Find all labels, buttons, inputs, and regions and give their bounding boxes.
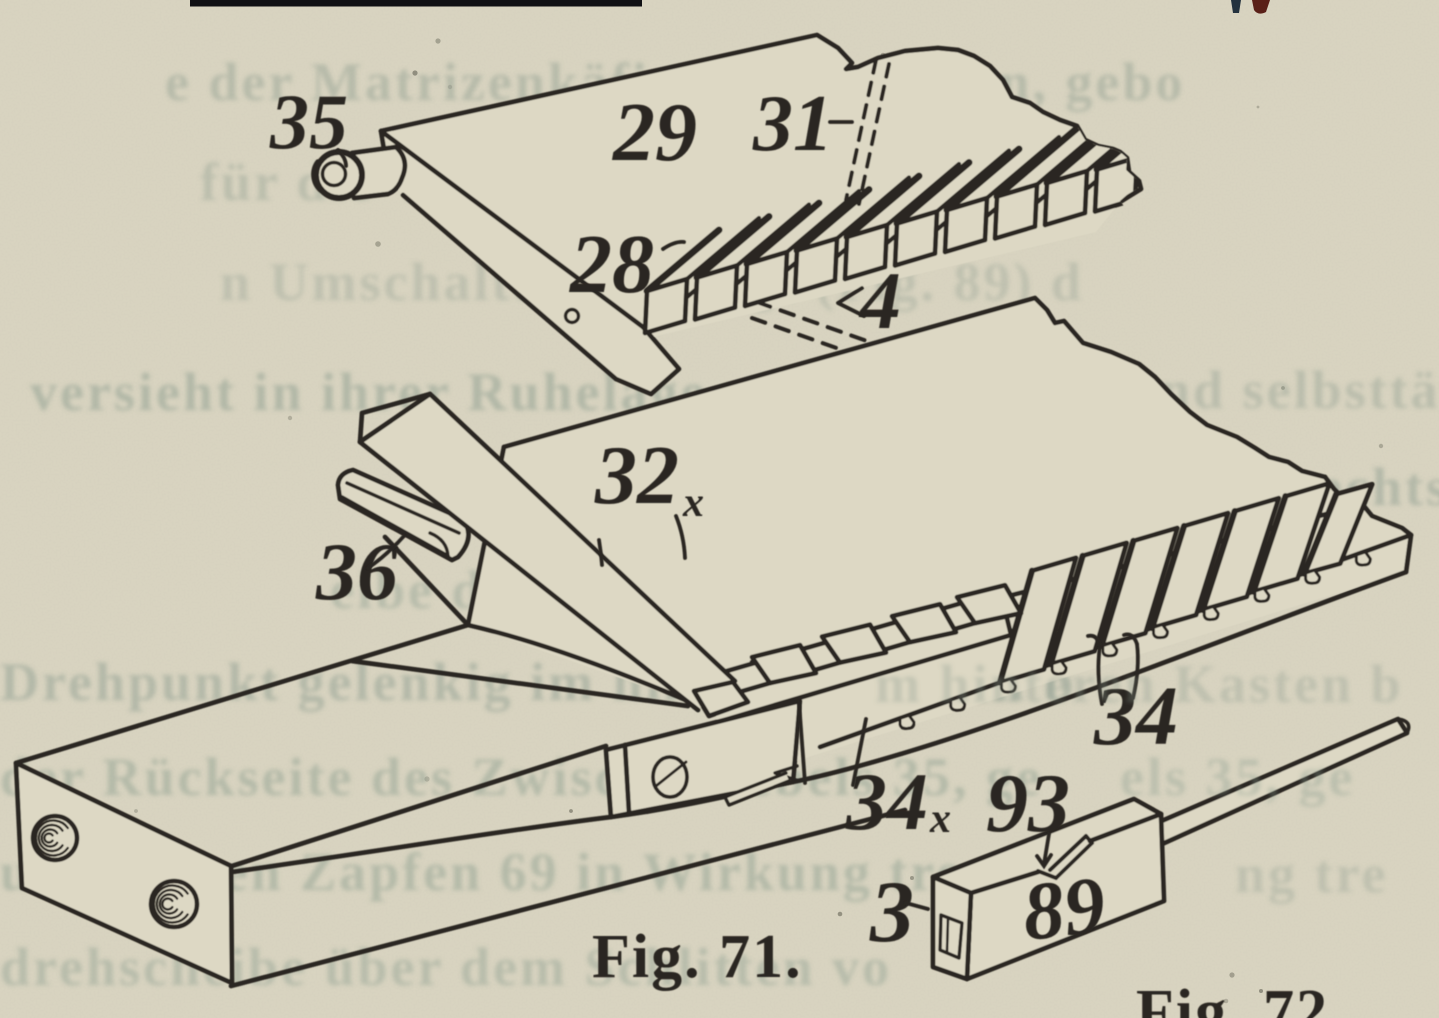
svg-text:31: 31 (752, 80, 833, 168)
svg-text:34: 34 (845, 756, 928, 847)
svg-text:x: x (929, 796, 951, 842)
svg-text:36: 36 (315, 526, 398, 617)
svg-text:nd selbsttätig: nd selbsttätig (1160, 360, 1439, 420)
svg-text:29: 29 (611, 86, 697, 179)
svg-text:35: 35 (269, 78, 348, 165)
svg-text:m hinteren Kasten b: m hinteren Kasten b (875, 654, 1404, 714)
svg-text:28: 28 (568, 218, 654, 311)
svg-text:Fig. 71.: Fig. 71. (592, 923, 803, 991)
svg-text:els 35, ge: els 35, ge (1120, 747, 1355, 807)
svg-text:32: 32 (594, 429, 679, 522)
svg-text:4: 4 (858, 255, 901, 346)
svg-text:93: 93 (986, 757, 1070, 850)
svg-text:Fig. 72.: Fig. 72. (1136, 978, 1347, 1018)
svg-text:3: 3 (869, 864, 914, 961)
svg-text:x: x (682, 480, 704, 526)
svg-text:ng tre: ng tre (1235, 844, 1388, 904)
svg-text:der Rückseite des Zwischenhebe: der Rückseite des Zwischenhebels 35, ge (0, 747, 1043, 807)
svg-text:89: 89 (1018, 859, 1109, 958)
